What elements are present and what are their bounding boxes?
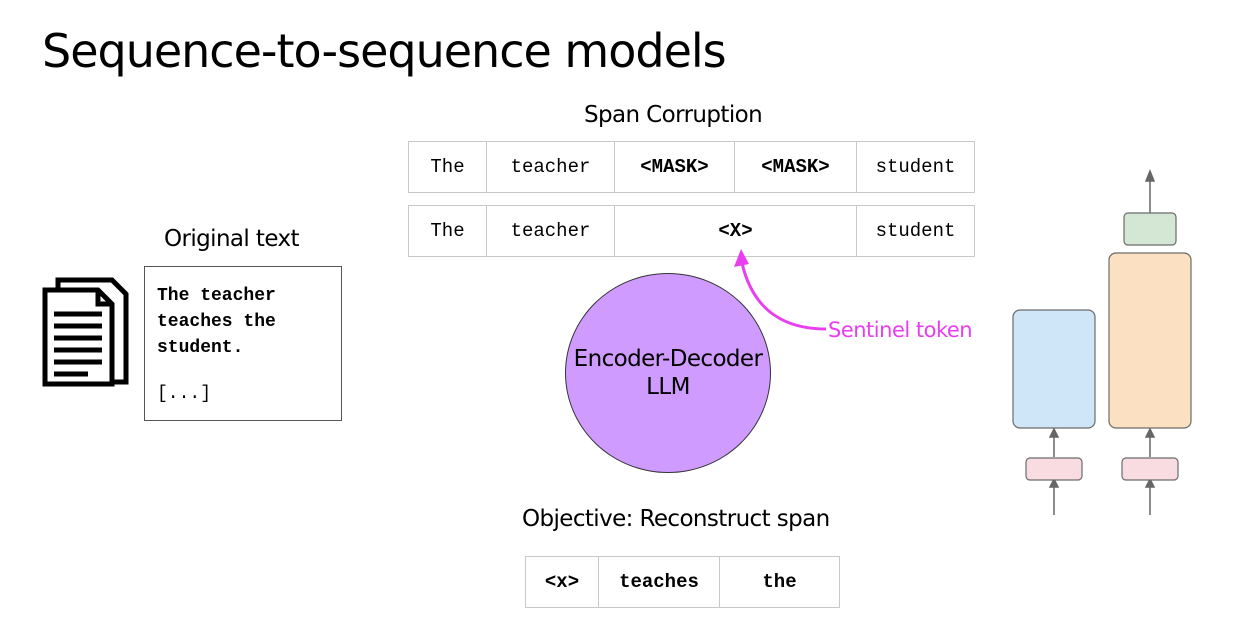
original-text-line: teaches the [157, 312, 276, 332]
encoder-embedding-block [1025, 457, 1083, 481]
span-corruption-heading: Span Corruption [584, 102, 763, 128]
transformer-architecture-diagram [1012, 168, 1192, 515]
objective-token-cell: <x> [526, 557, 599, 608]
sentinel-token-label: Sentinel token [828, 318, 973, 342]
encoder-block [1012, 309, 1096, 429]
document-stack-icon [42, 277, 129, 387]
original-text-ellipsis: [...] [157, 384, 212, 404]
token-cell: The [409, 206, 487, 257]
objective-token-cell: the [720, 557, 840, 608]
page-title: Sequence-to-sequence models [42, 24, 727, 78]
objective-heading: Objective: Reconstruct span [522, 506, 830, 532]
decoder-embedding-block [1121, 457, 1179, 481]
model-label-line: LLM [646, 374, 690, 400]
masked-token-row: The teacher <MASK> <MASK> student [408, 141, 975, 193]
token-cell: student [857, 142, 975, 193]
token-cell: teacher [487, 206, 615, 257]
model-label-line: Encoder-Decoder [573, 346, 763, 372]
original-text-line: student. [157, 338, 244, 358]
token-cell: student [857, 206, 975, 257]
objective-token-cell: teaches [599, 557, 720, 608]
token-cell: The [409, 142, 487, 193]
output-block [1123, 212, 1177, 246]
objective-token-row: <x> teaches the [525, 556, 840, 608]
mask-token-cell: <MASK> [615, 142, 735, 193]
encoder-decoder-llm-circle: Encoder-Decoder LLM [565, 273, 771, 473]
sentinel-arrow [734, 249, 827, 331]
decoder-block [1108, 252, 1192, 429]
token-cell: teacher [487, 142, 615, 193]
sentinel-token-row: The teacher <X> student [408, 205, 975, 257]
original-text-box: The teacher teaches the student. [...] [144, 266, 342, 421]
mask-token-cell: <MASK> [735, 142, 857, 193]
original-text-line: The teacher [157, 286, 276, 306]
original-text-heading: Original text [164, 226, 300, 252]
sentinel-token-cell: <X> [615, 206, 857, 257]
